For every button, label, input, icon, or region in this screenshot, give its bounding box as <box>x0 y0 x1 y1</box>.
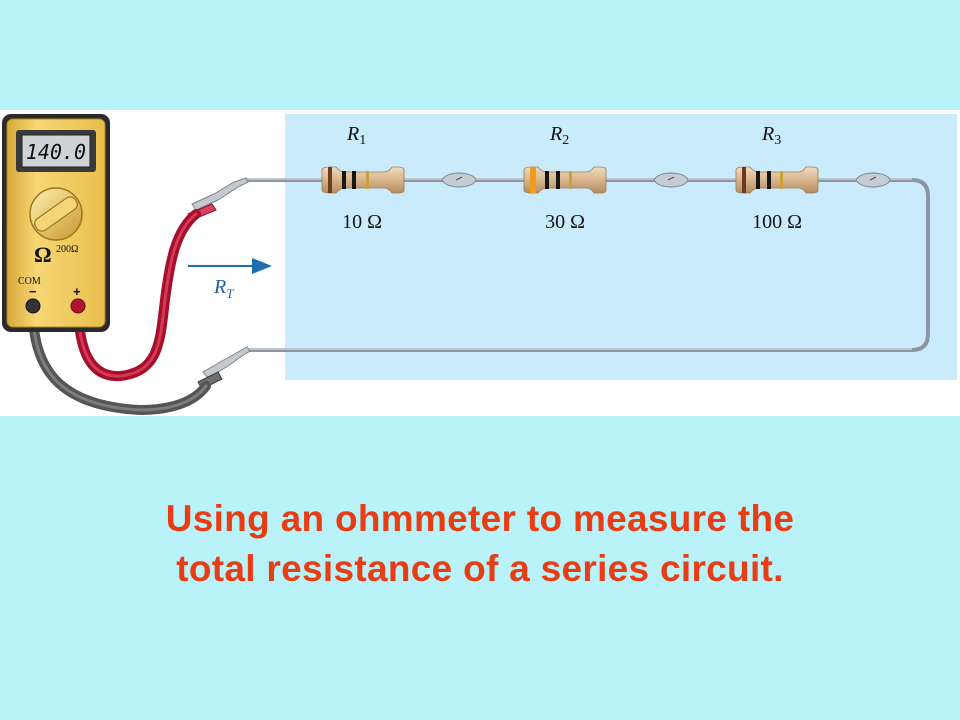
caption-line-2: total resistance of a series circuit. <box>176 548 784 589</box>
circuit-figure: R1 R2 R3 10 Ω 30 Ω 100 Ω RT 140. <box>0 110 960 416</box>
resistor-r2-value: 30 Ω <box>545 211 585 233</box>
slide-caption: Using an ohmmeter to measure the total r… <box>0 494 960 594</box>
resistor-r1-value: 10 Ω <box>342 211 382 233</box>
plus-label: + <box>73 284 81 299</box>
ohm-symbol: Ω <box>34 242 52 267</box>
meter-display-reading: 140.0 <box>26 140 86 164</box>
multimeter: 140.0 Ω 200Ω COM − + <box>2 114 110 332</box>
range-label: 200Ω <box>56 244 78 255</box>
caption-line-1: Using an ohmmeter to measure the <box>165 498 795 539</box>
resistor-r3-value: 100 Ω <box>752 211 802 233</box>
ohm-jack[interactable] <box>70 298 86 314</box>
resistor-r3-label: R3 <box>761 123 781 148</box>
circuit-diagram: R1 R2 R3 10 Ω 30 Ω 100 Ω RT 140. <box>2 114 957 416</box>
total-resistance-label: RT <box>213 276 234 301</box>
resistor-r2 <box>523 166 607 194</box>
minus-label: − <box>29 284 37 299</box>
circuit-panel <box>285 114 957 380</box>
solder-joint <box>441 172 477 188</box>
solder-joint <box>653 172 689 188</box>
resistor-r3 <box>735 166 819 194</box>
com-jack[interactable] <box>25 298 41 314</box>
resistor-r1-label: R1 <box>346 123 366 148</box>
com-label: COM <box>18 276 41 287</box>
resistor-r1 <box>321 166 405 194</box>
return-wire-right <box>911 178 930 352</box>
solder-joint <box>855 172 891 188</box>
resistor-r2-label: R2 <box>549 123 569 148</box>
